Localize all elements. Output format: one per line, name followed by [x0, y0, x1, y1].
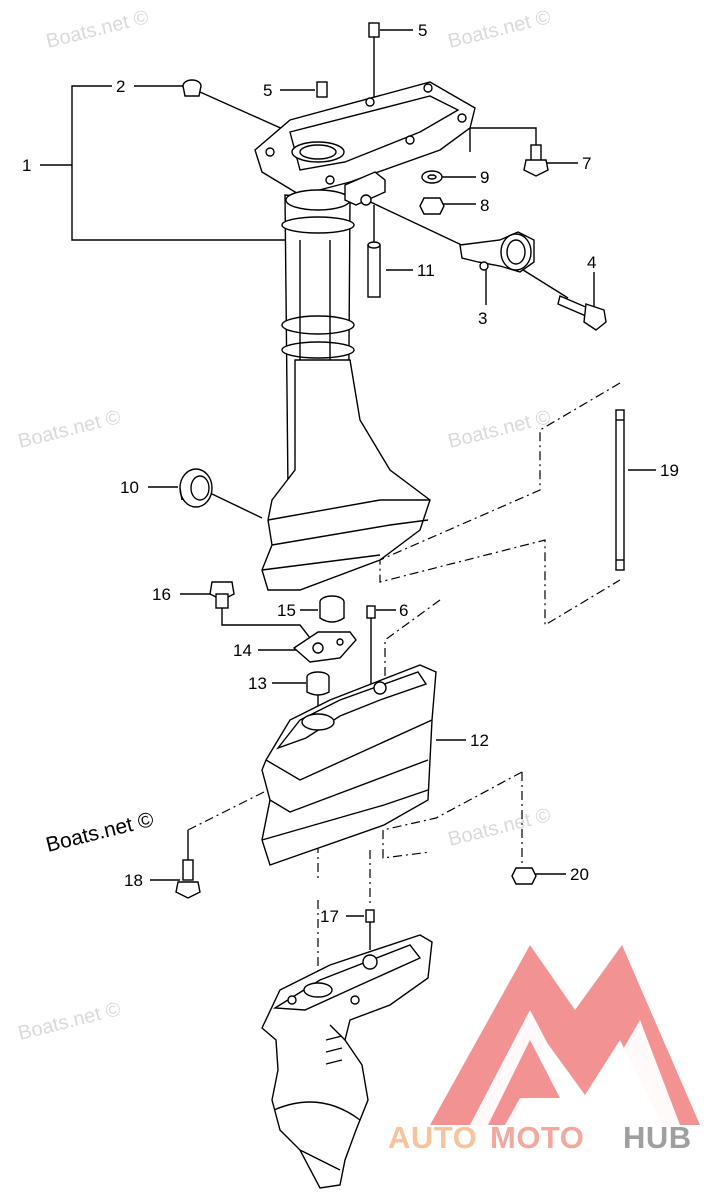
- drive-shaft-housing-lower-12: [261, 664, 437, 866]
- callout-13: 13: [248, 674, 267, 693]
- callout-15: 15: [277, 601, 296, 620]
- automotohub-logo: AUTO MOTO HUB: [388, 945, 700, 1155]
- callout-20: 20: [570, 865, 589, 884]
- callout-2: 2: [116, 77, 125, 96]
- callout-9: 9: [480, 168, 489, 187]
- bolt-16: [209, 581, 235, 609]
- pin-6: [366, 605, 376, 619]
- watermark: Boats.net ©: [16, 998, 123, 1045]
- callout-5a: 5: [418, 21, 427, 40]
- callout-10: 10: [120, 478, 139, 497]
- callout-11: 11: [417, 261, 435, 280]
- gear-case: [261, 934, 433, 1189]
- watermark-main: Boats.net ©: [44, 808, 157, 857]
- logo-text-hub: HUB: [623, 1120, 692, 1155]
- dowel-pin-5a: [368, 22, 380, 38]
- drive-shaft-housing-upper: [254, 81, 476, 591]
- watermark: Boats.net ©: [446, 406, 553, 453]
- bolt-plug-2: [182, 79, 202, 97]
- clamp-3: [459, 231, 535, 273]
- callout-16: 16: [152, 585, 171, 604]
- logo-text-auto: AUTO: [388, 1120, 477, 1155]
- logo-text-moto: MOTO: [490, 1120, 584, 1155]
- callout-5b: 5: [263, 81, 272, 100]
- watermark: Boats.net ©: [44, 6, 151, 53]
- callout-1: 1: [22, 156, 31, 175]
- watermark: Boats.net ©: [446, 804, 553, 851]
- callout-19: 19: [660, 461, 679, 480]
- plate-14: [292, 631, 357, 663]
- callout-8: 8: [480, 196, 489, 215]
- dowel-pin-5b: [316, 81, 328, 98]
- callout-6: 6: [399, 601, 408, 620]
- nut-8: [419, 197, 445, 215]
- washer-9: [421, 170, 443, 184]
- callout-7: 7: [582, 154, 591, 173]
- callout-12: 12: [470, 731, 489, 750]
- callout-4: 4: [587, 253, 596, 272]
- callout-17: 17: [320, 907, 339, 926]
- watermark: Boats.net ©: [16, 406, 123, 453]
- grommet-10: [179, 468, 213, 508]
- stud-bolt-7: [523, 144, 549, 177]
- callout-14: 14: [233, 641, 252, 660]
- stud-bolt-19: [615, 409, 625, 571]
- callout-labels: 1 2 3 4 5 5 6 7 8 9 10 11 12 13 14 15 16…: [22, 21, 679, 926]
- bolt-18: [175, 859, 201, 899]
- watermark: Boats.net ©: [446, 6, 553, 53]
- bolt-4: [557, 295, 607, 331]
- collar-13: [306, 671, 330, 696]
- callout-18: 18: [124, 871, 143, 890]
- callout-3: 3: [478, 309, 487, 328]
- pin-17: [365, 909, 375, 923]
- damper-15: [319, 595, 345, 623]
- logo-mark-icon: [430, 945, 700, 1125]
- pin-11: [367, 241, 381, 298]
- nut-20: [511, 867, 537, 885]
